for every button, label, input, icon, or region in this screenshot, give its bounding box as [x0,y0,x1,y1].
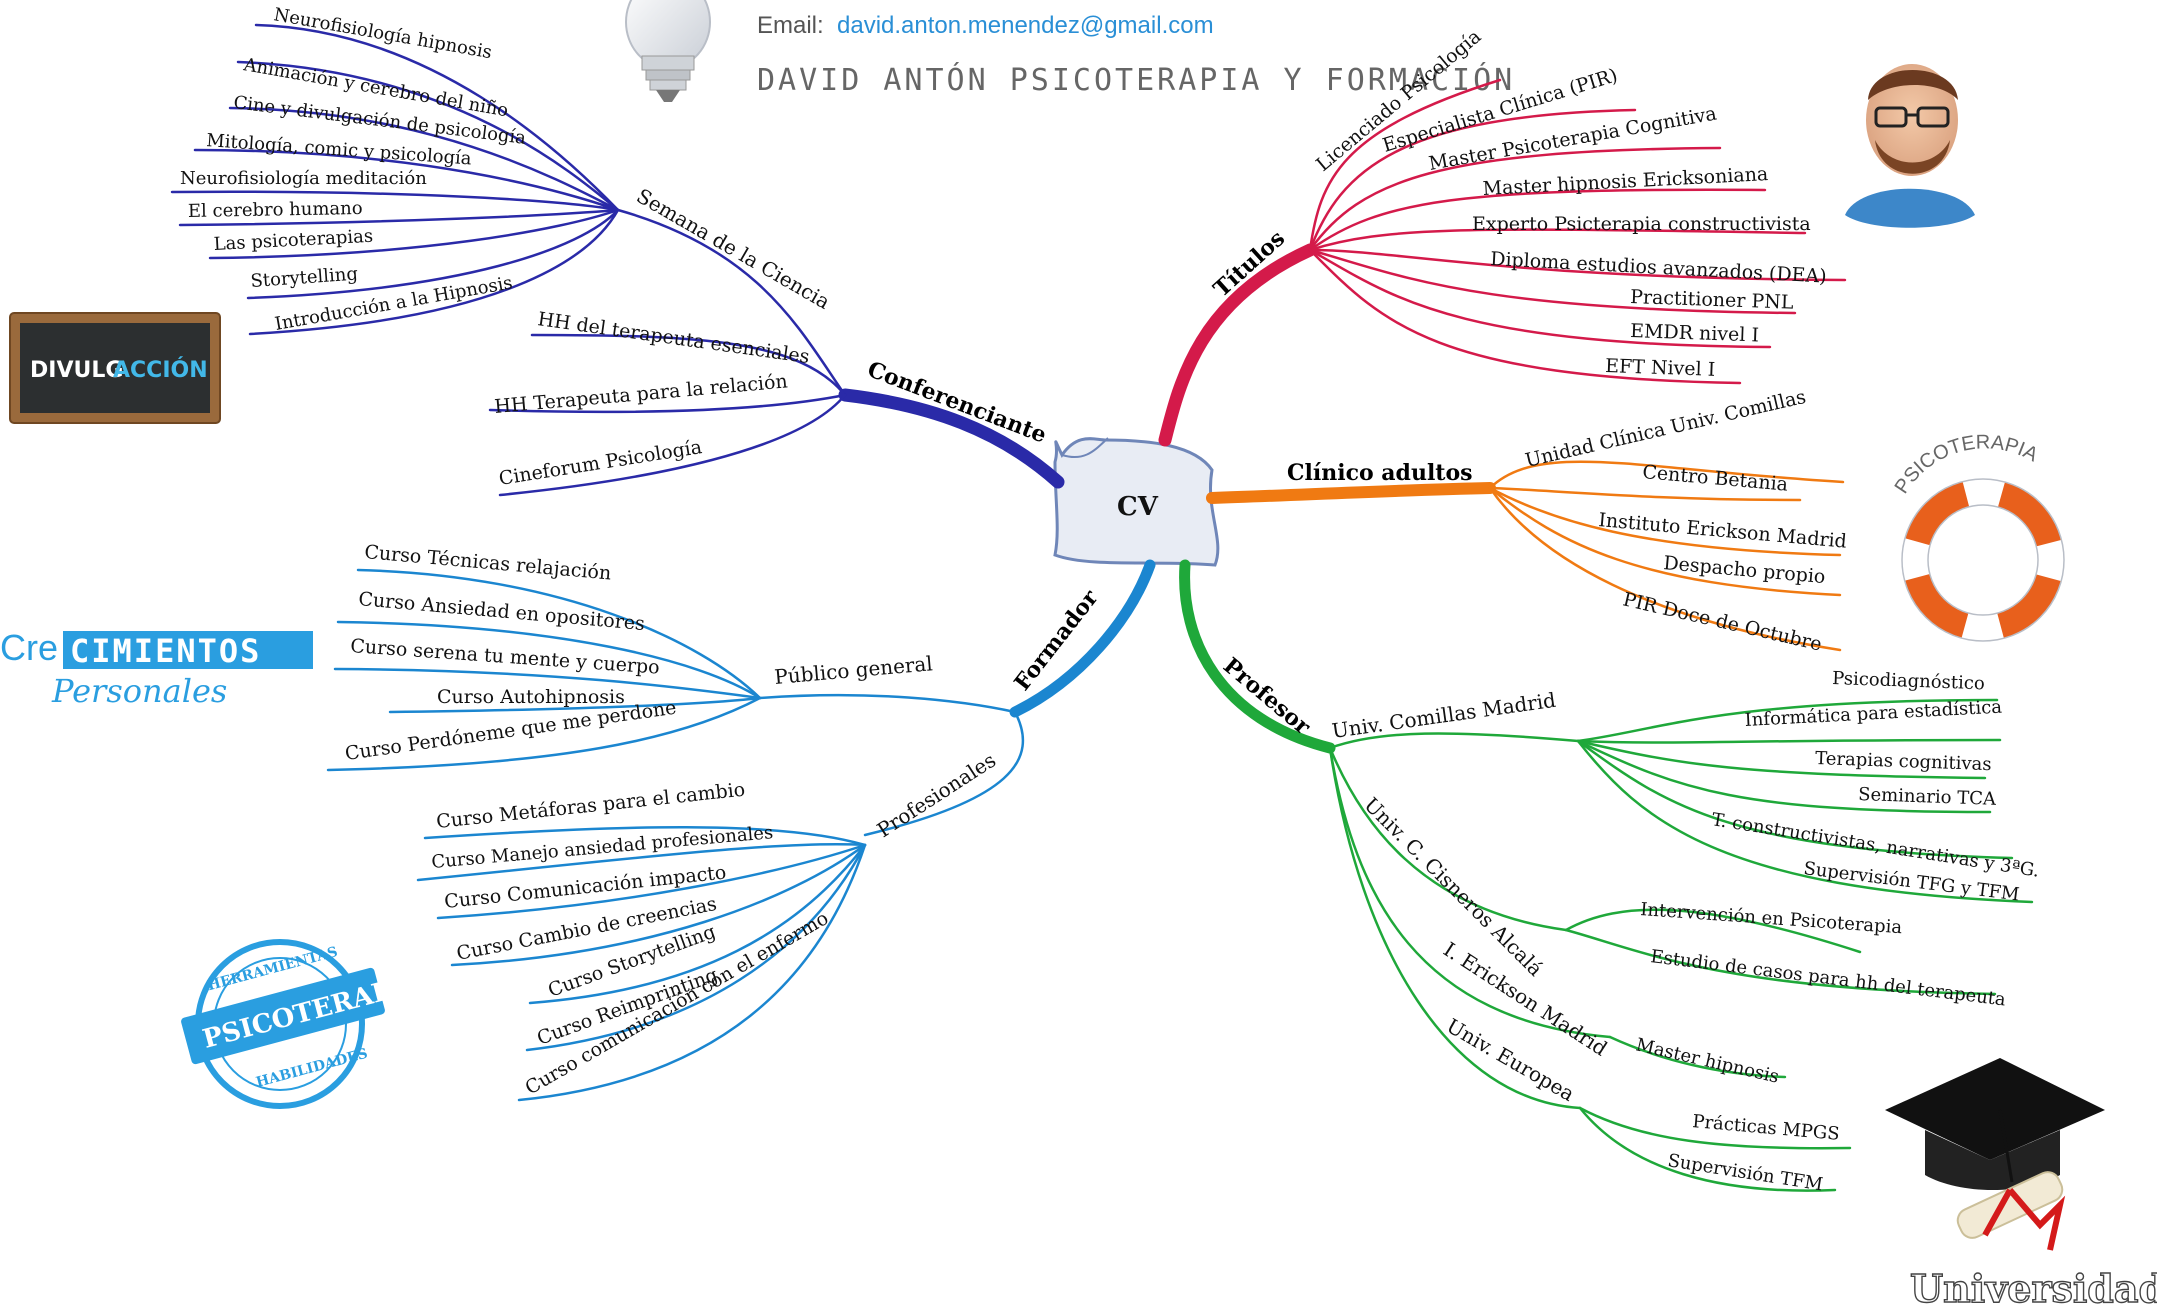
profesor-item: Terapias cognitivas [1815,748,1992,775]
email-link[interactable]: david.anton.menendez@gmail.com [837,12,1214,39]
profesor-item: Intervención en Psicoterapia [1640,899,1903,938]
brand-title: DAVID ANTÓN PSICOTERAPIA Y FORMACIÓN [757,61,1515,98]
formador-item: Curso Autohipnosis [437,686,625,708]
formador-item: Curso Ansiedad en opositores [358,588,646,635]
titulos-item: Diploma estudios avanzados (DEA) [1490,248,1827,288]
clinico-item: Centro Betania [1642,461,1789,496]
branch-profesor [1179,559,2034,1192]
branch-titulos [1158,78,1847,447]
svg-text:ACCIÓN: ACCIÓN [113,357,208,383]
profesor-item: Estudio de casos para hh del terapeuta [1649,946,2007,1010]
conferenciante-item: Las psicoterapias [213,226,373,255]
titulos-item: EMDR nivel I [1630,320,1760,346]
light-bulb-icon [625,0,711,102]
formador-item: Curso Técnicas relajación [364,541,613,584]
svg-text:CIMIENTOS: CIMIENTOS [70,632,261,670]
lifebuoy-icon: PSICOTERAPIA [1891,431,2065,642]
svg-text:Personales: Personales [51,672,227,710]
formador-item: Curso Metáforas para el cambio [435,779,746,833]
header: Email: david.anton.menendez@gmail.com DA… [625,0,1515,102]
formador-item: Curso serena tu mente y cuerpo [350,635,661,679]
profesor-item: Seminario TCA [1858,784,1997,810]
profesor-item: Psicodiagnóstico [1832,668,1985,694]
psicoterapia-stamp: PSICOTERAPIA HERRAMIENTAS HABILIDADES [181,939,427,1109]
profesor-item: Master hipnosis [1634,1034,1781,1087]
titulos-item: Experto Psicterapia constructivista [1472,213,1811,235]
titulos-item: Master hipnosis Ericksoniana [1482,163,1769,200]
branch-formador-label[interactable]: Formador [1009,585,1104,696]
crecimientos-logo: Cre CIMIENTOS Personales [0,627,313,710]
conferenciante-item: Storytelling [250,264,359,292]
svg-text:Cre: Cre [0,627,58,668]
branch-formador [326,559,1156,1102]
titulos-item: EFT Nivel I [1605,355,1716,381]
branch-clinico [1206,460,1845,652]
clinico-item: Unidad Clínica Univ. Comillas [1523,386,1808,472]
center-label: CV [1117,492,1159,522]
email-label: Email: [757,12,824,39]
universidad-label: Universidad [1910,1266,2157,1311]
clinico-item: PIR Doce de Octubre [1621,588,1824,655]
profesor-item: Supervisión TFM [1666,1150,1824,1195]
conferenciante-groups: Semana de la Ciencia HH del terapeuta es… [180,4,834,490]
conferenciante-item: Neurofisiología meditación [180,168,427,189]
graduation-cap-icon: Universidad [1885,1058,2157,1311]
clinico-item: Despacho propio [1663,552,1827,588]
center-node[interactable]: CV [1053,437,1220,567]
conferenciante-item: Neurofisiología hipnosis [272,4,493,63]
svg-text:DIVULG: DIVULG [30,358,123,383]
formador-group-label[interactable]: Público general [773,651,933,689]
conferenciante-item: El cerebro humano [188,198,363,222]
divulgaccion-chalkboard: DIVULG ACCIÓN [9,312,221,424]
avatar [1824,52,2000,228]
branch-conferenciante [170,23,1065,497]
conferenciante-item: HH del terapeuta esenciales [536,308,811,368]
branch-clinico-label[interactable]: Clínico adultos [1287,460,1473,486]
conferenciante-group-label[interactable]: Semana de la Ciencia [633,184,835,314]
profesor-item: Prácticas MPGS [1692,1111,1841,1145]
clinico-item: Instituto Erickson Madrid [1598,509,1848,553]
